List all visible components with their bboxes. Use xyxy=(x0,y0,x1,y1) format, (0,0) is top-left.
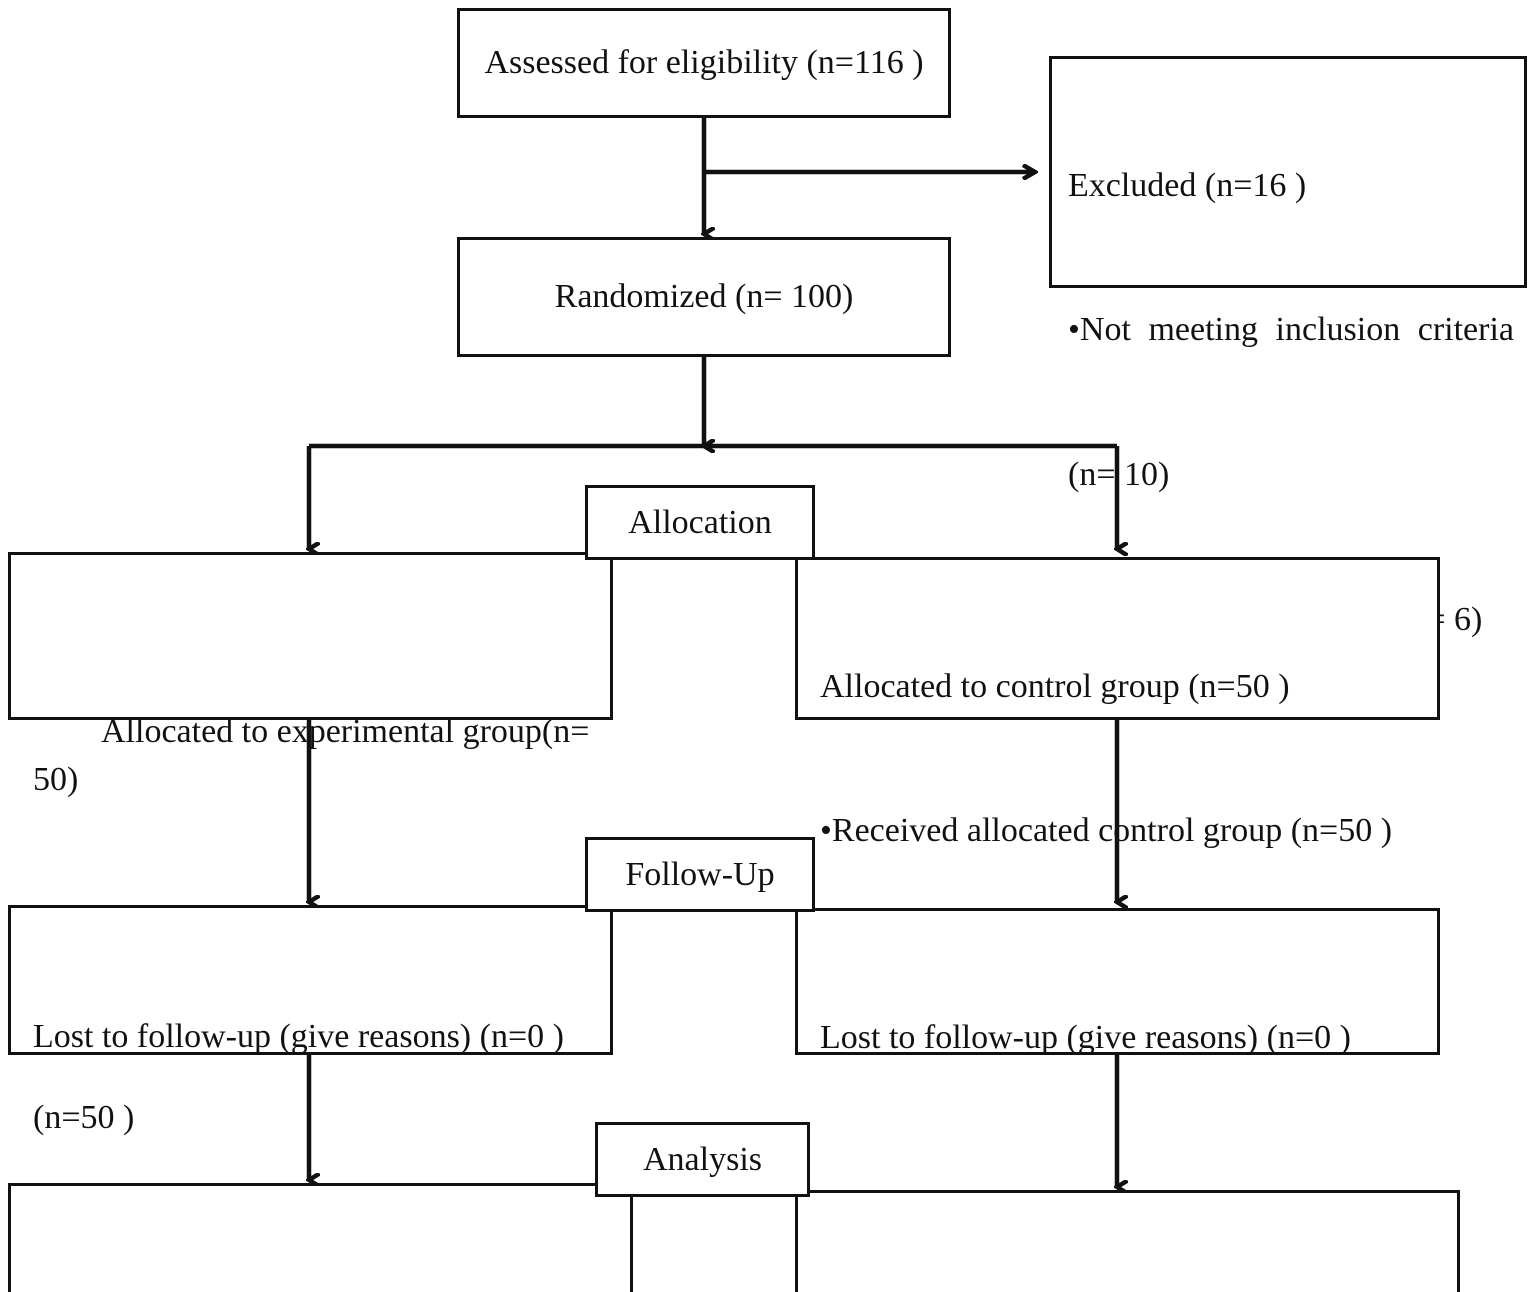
box-analysed-right: Analysed (n=50 ) xyxy=(795,1190,1460,1292)
allocation-left-line-3: (n=50 ) xyxy=(33,1098,135,1136)
assessed-label: Assessed for eligibility (n=116 ) xyxy=(484,44,924,81)
box-randomized: Randomized (n= 100) xyxy=(457,237,951,357)
allocation-right-line-2: •Received allocated control group (n=50 … xyxy=(820,812,1393,850)
randomized-label: Randomized (n= 100) xyxy=(554,278,854,315)
followup-left-line-1: Lost to follow-up (give reasons) (n=0 ) xyxy=(33,1017,564,1055)
box-lost-to-followup-right: Lost to follow-up (give reasons) (n=0 ) xyxy=(795,908,1440,1056)
box-analysed-left: Analysed (n=50 ) xyxy=(8,1183,633,1292)
allocation-left-line-1-tail: (n= 50) xyxy=(33,712,598,799)
allocation-left-line-1-main: Allocated to experimental group xyxy=(101,712,542,750)
stage-label-analysis: Analysis xyxy=(643,1140,762,1178)
followup-right-line-1: Lost to follow-up (give reasons) (n=0 ) xyxy=(820,1018,1351,1056)
box-stage-analysis: Analysis xyxy=(595,1122,810,1197)
stage-label-allocation: Allocation xyxy=(628,503,772,541)
excluded-reason-1-continued: (n= 10) xyxy=(1068,456,1170,494)
excluded-heading: Excluded (n=16 ) xyxy=(1068,166,1307,204)
allocation-left-line-1: Allocated to experimental group(n= 50) xyxy=(33,660,593,853)
analysis-right-text-block: Analysed (n=50 ) xyxy=(820,1199,1420,1292)
box-allocated-experimental: Allocated to experimental group(n= 50) •… xyxy=(8,552,613,1136)
excluded-reason-1: •Not meeting inclusion criteria xyxy=(1068,311,1514,349)
analysis-left-text-block: Analysed (n=50 ) xyxy=(33,1194,593,1292)
followup-left-text-block: Lost to follow-up (give reasons) (n=0 ) xyxy=(33,916,593,1157)
stage-label-follow-up: Follow-Up xyxy=(625,855,775,893)
followup-right-text-block: Lost to follow-up (give reasons) (n=0 ) xyxy=(820,917,1420,1158)
box-stage-follow-up: Follow-Up xyxy=(585,837,815,912)
box-assessed-for-eligibility: Assessed for eligibility (n=116 ) xyxy=(457,8,951,118)
box-lost-to-followup-left: Lost to follow-up (give reasons) (n=0 ) xyxy=(8,905,613,1055)
box-stage-allocation: Allocation xyxy=(585,485,815,560)
allocation-right-line-1: Allocated to control group (n=50 ) xyxy=(820,667,1290,705)
box-excluded: Excluded (n=16 ) •Not meeting inclusion … xyxy=(1049,56,1527,638)
allocation-right-text-block: Allocated to control group (n=50 ) •Rece… xyxy=(820,566,1420,952)
box-allocated-control: Allocated to control group (n=50 ) •Rece… xyxy=(795,557,1440,849)
